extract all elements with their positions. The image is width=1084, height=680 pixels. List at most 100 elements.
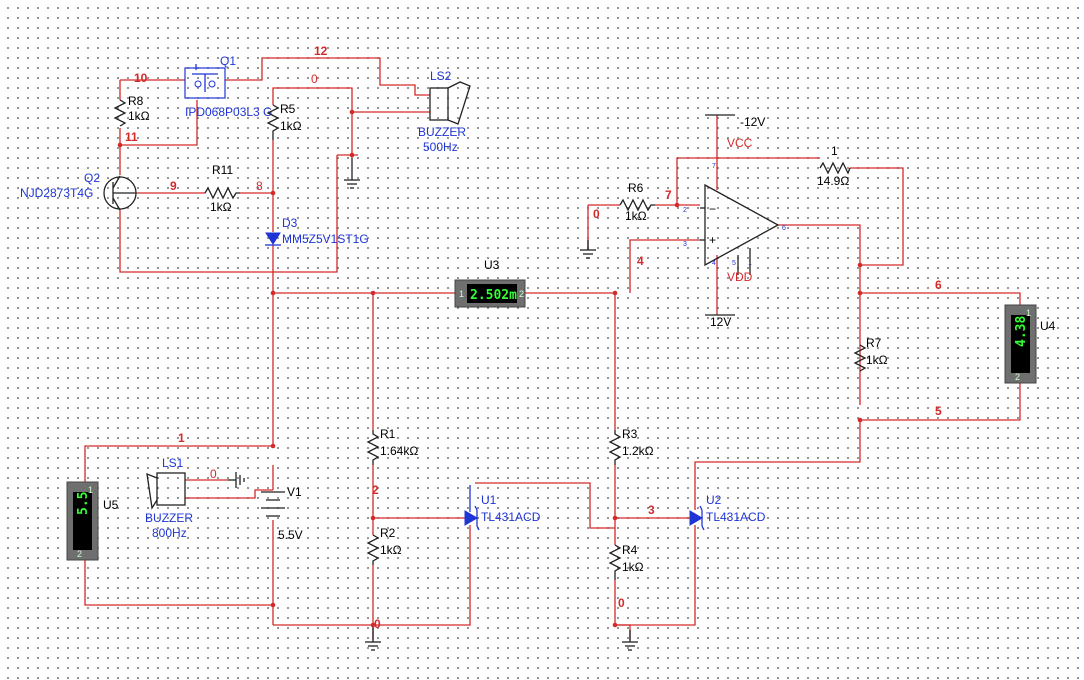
meter-u4[interactable]: 4.38 1 2 U4 xyxy=(1004,304,1056,384)
d3-ref: D3 xyxy=(282,216,298,230)
r6-value: 1kΩ xyxy=(625,209,647,223)
buzzer-ls1[interactable]: LS1 BUZZER 800Hz xyxy=(145,456,193,540)
net-6: 6 xyxy=(935,278,942,292)
ls2-type: BUZZER xyxy=(418,125,466,139)
net-5: 5 xyxy=(935,404,942,418)
net-8: 8 xyxy=(256,179,263,193)
r3-value: 1.2kΩ xyxy=(622,444,654,458)
junctions xyxy=(117,109,863,628)
r5-value: 1kΩ xyxy=(280,119,302,133)
resistor-r3[interactable]: R3 1.2kΩ xyxy=(608,427,654,465)
neg-supply-label: -12V xyxy=(740,115,765,129)
u5-pin1: 1 xyxy=(88,485,93,495)
net-10: 10 xyxy=(134,71,148,85)
q1-ref: Q1 xyxy=(220,54,236,68)
v1-ref: V1 xyxy=(287,485,302,499)
resistor-r6[interactable]: R6 1kΩ xyxy=(619,181,655,223)
net-1: 1 xyxy=(178,431,185,445)
u4-reading: 4.38 xyxy=(1014,316,1029,347)
pin-7: 7 xyxy=(712,163,716,170)
ground-symbol-ls1 xyxy=(228,472,245,488)
d3-part: MM5Z5V1ST1G xyxy=(282,232,369,246)
v1-value: 5.5V xyxy=(278,528,303,542)
u4-pin2: 2 xyxy=(1015,372,1020,382)
ground-symbol-bottom-right xyxy=(622,630,638,651)
transistor-q2[interactable]: Q2 NJD2873T4G xyxy=(20,171,137,211)
r7-value: 1kΩ xyxy=(866,353,888,367)
r2-ref: R2 xyxy=(380,526,396,540)
ls1-freq: 800Hz xyxy=(152,526,187,540)
u5-reading: 5.5 xyxy=(76,492,91,515)
resistor-r8[interactable]: R8 1kΩ xyxy=(113,94,150,127)
u3-ref: U3 xyxy=(484,258,500,272)
ls1-type: BUZZER xyxy=(145,511,193,525)
resistor-r4[interactable]: R4 1kΩ xyxy=(608,543,644,580)
u3-reading: 2.502m xyxy=(470,288,517,303)
net-4: 4 xyxy=(637,254,644,268)
r11-value: 1kΩ xyxy=(210,200,232,214)
r4-value: 1kΩ xyxy=(622,560,644,574)
pos-supply-label: 12V xyxy=(710,315,731,329)
r1-value: 1.64kΩ xyxy=(380,444,418,458)
q2-part: NJD2873T4G xyxy=(20,186,93,200)
regulator-u2[interactable]: U2 TL431ACD xyxy=(689,493,766,531)
resistor-feedback[interactable]: 1 14.9Ω xyxy=(817,144,851,188)
u5-pin2: 2 xyxy=(77,549,82,559)
net-7: 7 xyxy=(665,188,672,202)
r1-ref: R1 xyxy=(380,427,396,441)
opamp[interactable]: − + 2 3 7 4 5 1 6 VCC VDD -12V 12V xyxy=(683,114,786,329)
net-0-bottom: 0 xyxy=(374,617,381,631)
net-0-ls1: 0 xyxy=(210,467,217,481)
u2-part: TL431ACD xyxy=(706,510,766,524)
r8-value: 1kΩ xyxy=(128,109,150,123)
rfb-ref: 1 xyxy=(831,144,838,158)
r5-ref: R5 xyxy=(280,102,296,116)
mosfet-q1[interactable]: Q1 IPD068P03L3 G xyxy=(184,54,272,119)
net-2: 2 xyxy=(372,483,379,497)
net-labels: 10 11 12 0 9 8 7 0 4 6 5 1 0 2 0 3 0 xyxy=(125,44,942,631)
net-0-top: 0 xyxy=(311,72,318,86)
ground-symbol-bottom-mid xyxy=(365,625,381,651)
meter-u5[interactable]: 5.5 1 2 U5 xyxy=(66,481,119,561)
battery-v1[interactable]: V1 5.5V xyxy=(261,485,303,542)
meter-u3[interactable]: 2.502m 1 2 U3 xyxy=(454,258,526,308)
resistor-r7[interactable]: R7 1kΩ xyxy=(853,336,888,372)
resistor-r5[interactable]: R5 1kΩ xyxy=(266,102,302,140)
net-12: 12 xyxy=(314,44,328,58)
u3-pin1: 1 xyxy=(459,289,464,299)
q2-ref: Q2 xyxy=(84,171,100,185)
r2-value: 1kΩ xyxy=(380,543,402,557)
r8-ref: R8 xyxy=(128,94,144,108)
buzzer-ls2[interactable]: LS2 BUZZER 500Hz xyxy=(418,69,471,154)
net-3: 3 xyxy=(648,503,655,517)
pin-4: 4 xyxy=(712,260,716,267)
net-0-right: 0 xyxy=(618,596,625,610)
r4-ref: R4 xyxy=(622,543,638,557)
pin-2: 2 xyxy=(683,207,687,214)
pin-3: 3 xyxy=(683,241,687,248)
ls2-ref: LS2 xyxy=(430,69,452,83)
u2-ref: U2 xyxy=(706,493,722,507)
r6-ref: R6 xyxy=(628,181,644,195)
net-9: 9 xyxy=(170,179,177,193)
opamp-minus: − xyxy=(709,202,716,216)
r11-ref: R11 xyxy=(212,163,233,177)
resistor-r1[interactable]: R1 1.64kΩ xyxy=(366,427,418,465)
opamp-plus: + xyxy=(709,233,716,247)
zener-d3[interactable]: D3 MM5Z5V1ST1G xyxy=(265,216,369,246)
ground-symbol-r6 xyxy=(580,240,596,259)
regulator-u1[interactable]: U1 TL431ACD xyxy=(464,485,541,531)
u3-pin2: 2 xyxy=(519,289,524,299)
ground-symbol-top xyxy=(344,158,360,189)
u4-pin1: 1 xyxy=(1026,308,1031,318)
opamp-vcc: VCC xyxy=(727,136,753,150)
resistor-r11[interactable]: R11 1kΩ xyxy=(204,163,240,214)
pin-6: 6 xyxy=(782,225,786,232)
pin-5: 5 xyxy=(732,260,736,267)
q1-part: IPD068P03L3 G xyxy=(185,105,272,119)
resistor-r2[interactable]: R2 1kΩ xyxy=(366,526,402,565)
ls1-ref: LS1 xyxy=(162,456,184,470)
u1-part: TL431ACD xyxy=(481,510,541,524)
